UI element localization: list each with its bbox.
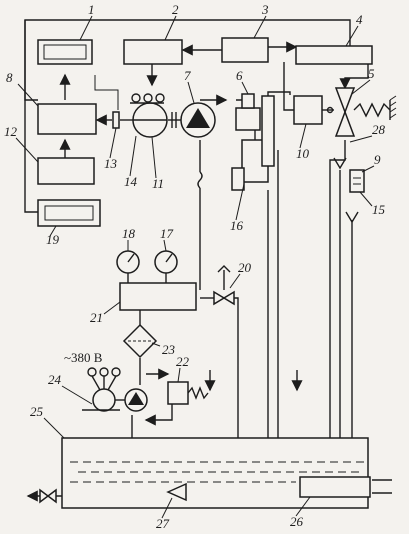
block-21 — [119, 282, 197, 311]
valve-5-bottom — [334, 109, 356, 137]
pipe-22-return — [144, 404, 173, 426]
funnel-lower — [345, 211, 359, 224]
block-4 — [295, 45, 373, 65]
motor-24-terminals — [87, 367, 121, 391]
block-10 — [293, 95, 323, 125]
block-6 — [235, 107, 261, 131]
spring — [353, 102, 391, 118]
wire-4-5 — [339, 62, 369, 90]
voltage-label: ~380 В — [64, 350, 103, 365]
label-17: 17 — [160, 226, 174, 241]
label-27: 27 — [156, 516, 170, 531]
pipe-5-tank — [324, 140, 346, 457]
leader-lines — [15, 15, 375, 519]
label-8: 8 — [6, 70, 13, 85]
label-22: 22 — [176, 354, 190, 369]
heater-26 — [299, 476, 371, 498]
block-19-indicator — [37, 199, 101, 227]
funnel-28 — [333, 157, 347, 170]
wire-13-1 — [94, 75, 119, 110]
wire-to-19 — [24, 100, 38, 213]
block-8 — [37, 103, 97, 135]
flex-hose — [197, 171, 203, 189]
label-20: 20 — [238, 260, 252, 275]
label-26: 26 — [290, 514, 304, 529]
blocks — [37, 37, 397, 509]
cylinder-15 — [349, 169, 365, 193]
ejector-27 — [166, 482, 187, 502]
block-3 — [221, 37, 269, 63]
label-14: 14 — [124, 174, 138, 189]
label-4: 4 — [356, 12, 363, 27]
label-11: 11 — [152, 176, 164, 191]
motor-24 — [92, 388, 116, 412]
label-28: 28 — [372, 122, 386, 137]
drain-valve — [39, 488, 50, 504]
labels: 1 2 3 4 5 6 7 8 9 10 11 12 13 14 15 16 1… — [4, 2, 386, 531]
relief-22 — [167, 381, 189, 405]
label-15: 15 — [372, 202, 386, 217]
wire-4-10 — [283, 62, 294, 111]
valve-20 — [213, 290, 226, 306]
label-5: 5 — [368, 66, 375, 81]
label-7: 7 — [184, 68, 191, 83]
label-24: 24 — [48, 372, 62, 387]
label-25: 25 — [30, 404, 44, 419]
label-16: 16 — [230, 218, 244, 233]
label-18: 18 — [122, 226, 136, 241]
label-23: 23 — [162, 342, 176, 357]
label-10: 10 — [296, 146, 310, 161]
pipe-20-tank — [232, 297, 244, 457]
block-2 — [123, 39, 183, 65]
label-1: 1 — [88, 2, 95, 17]
label-12: 12 — [4, 124, 18, 139]
label-21: 21 — [90, 310, 103, 325]
label-6: 6 — [236, 68, 243, 83]
sensor-13 — [112, 111, 120, 129]
label-3: 3 — [261, 2, 269, 17]
label-2: 2 — [172, 2, 179, 17]
motor-terminals — [130, 93, 165, 104]
label-9: 9 — [374, 152, 381, 167]
label-13: 13 — [104, 156, 118, 171]
block-1-indicator — [37, 39, 93, 65]
valve-5-top — [334, 87, 356, 115]
pump-7-symbol — [186, 108, 210, 128]
block-12 — [37, 157, 95, 185]
label-19: 19 — [46, 232, 60, 247]
